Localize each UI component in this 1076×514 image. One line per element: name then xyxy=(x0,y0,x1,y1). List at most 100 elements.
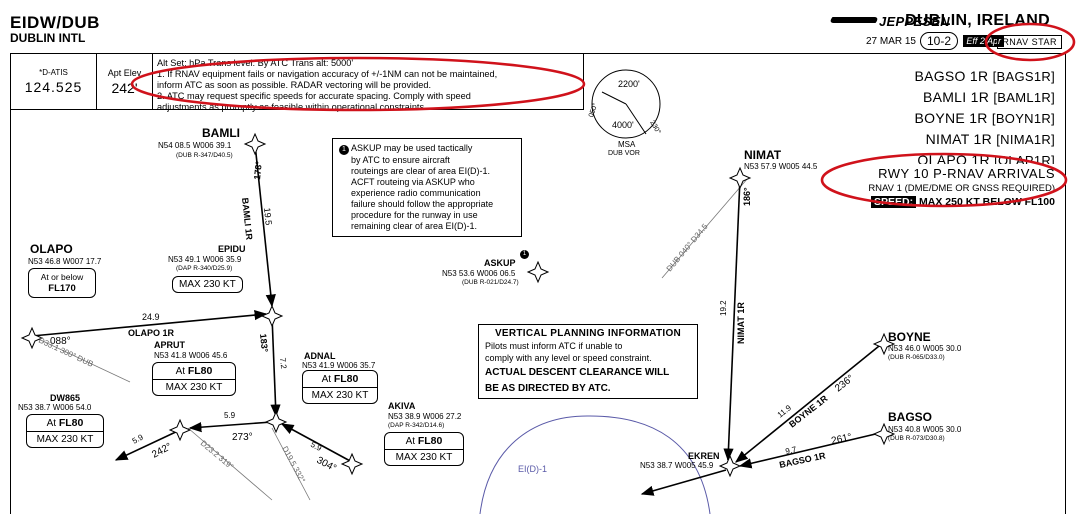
airspace-boundary xyxy=(479,415,711,514)
bamli-route xyxy=(254,143,276,308)
airport-icao: EIDW/DUB xyxy=(10,13,100,32)
d23-radial-line xyxy=(187,427,273,501)
bamli-route-name: BAMLI 1R xyxy=(240,197,254,241)
askup-note-text: ASKUP may be used tactically xyxy=(351,143,473,153)
askup-note-line: procedure for the runway in use xyxy=(351,210,478,220)
aprut-restriction: At FL80 MAX 230 KT xyxy=(152,362,236,396)
epidu-speed-box: MAX 230 KT xyxy=(172,276,243,293)
boyne-waypoint-icon xyxy=(872,332,896,356)
epidu-adnal-leg xyxy=(270,315,281,418)
restriction-prefix: At xyxy=(175,366,186,377)
airspace-label: EI(D)-1 xyxy=(518,464,547,474)
note-line: inform ATC as soon as possible. RADAR ve… xyxy=(157,80,432,90)
restriction-prefix: At xyxy=(46,418,57,429)
arrival-name: NIMAT 1R xyxy=(925,131,993,147)
vpi-clearance: BE AS DIRECTED BY ATC. xyxy=(485,383,611,394)
chart-header-left: EIDW/DUB DUBLIN INTL xyxy=(10,14,100,45)
olapo-restriction: At or below FL170 xyxy=(28,268,96,298)
arrival-name: BAMLI 1R xyxy=(922,89,990,105)
aprut-name: APRUT xyxy=(154,340,185,350)
olapo-waypoint-icon xyxy=(20,326,44,350)
epidu-speed: MAX 230 KT xyxy=(179,279,236,290)
askup-note: 1 ASKUP may be used tactically by ATC to… xyxy=(332,138,522,237)
akiva-speed: MAX 230 KT xyxy=(395,452,453,463)
epidu-sub: (DAP R-340/D25.9) xyxy=(176,265,233,272)
arrivals-title: RWY 10 P-RNAV ARRIVALS xyxy=(878,166,1055,181)
d33-radial-line xyxy=(31,335,131,383)
olapo-course: 088° xyxy=(50,336,71,347)
annotation-ellipse-notes xyxy=(130,56,586,112)
note-line: Alt Set: hPa Trans level: By ATC Trans a… xyxy=(157,58,354,68)
bamli-waypoint-icon xyxy=(243,132,267,156)
arrival-code: [OLAP1R] xyxy=(994,153,1055,164)
atis-frequency: 124.525 xyxy=(24,79,83,95)
airport-name: DUBLIN INTL xyxy=(10,31,86,45)
vpi-clearance: ACTUAL DESCENT CLEARANCE WILL xyxy=(485,367,670,378)
note-line: 2. ATC may request specific speeds for a… xyxy=(157,91,471,101)
bagso-course: 261° xyxy=(830,432,853,447)
route-map: 178° BAMLI 1R 19.5 24.9 088° OLAPO 1R 18… xyxy=(20,132,896,514)
annotation-ellipse-title xyxy=(820,152,1068,208)
adnal-aprut-leg xyxy=(188,421,273,433)
arrival-code: [BOYN1R] xyxy=(991,111,1055,126)
askup-note-line: remaining clear of area EI(D)-1. xyxy=(351,221,478,231)
bagso-coord: N53 40.8 W005 30.0 xyxy=(888,425,962,434)
dw865-alt: FL80 xyxy=(58,417,84,429)
restriction-prefix: At xyxy=(405,436,416,447)
askup-sub: (DUB R-021/D24.7) xyxy=(462,279,519,286)
bamli-coord: N54 08.5 W006 39.1 xyxy=(158,141,232,150)
akiva-waypoint-icon xyxy=(340,452,364,476)
atis-cell: *D-ATIS 124.525 xyxy=(11,54,97,110)
dw865-name: DW865 xyxy=(50,393,81,403)
arrival-item: BAGSO 1R [BAGS1R] xyxy=(835,66,1055,87)
askup-note-line: ACFT routeing via ASKUP who xyxy=(351,177,475,187)
atis-label: *D-ATIS xyxy=(39,68,68,77)
ekren-name: EKREN xyxy=(688,451,720,461)
akiva-alt: FL80 xyxy=(417,435,443,447)
adnal-restriction: At FL80 MAX 230 KT xyxy=(302,370,378,404)
nimat-distance: 19.2 xyxy=(719,300,728,316)
adnal-distance: 5.9 xyxy=(224,411,236,420)
askup-coord: N53 53.6 W006 06.5 xyxy=(442,269,516,278)
arrival-item: BOYNE 1R [BOYN1R] xyxy=(835,108,1055,129)
ekren-waypoint-icon xyxy=(718,454,742,478)
askup-note-line: routeings are clear of area EI(D)-1. xyxy=(351,166,491,176)
chart-frame: *D-ATIS 124.525 Apt Elev 242' Alt Set: h… xyxy=(10,53,1066,514)
akiva-name: AKIVA xyxy=(388,401,416,411)
olapo-route xyxy=(31,309,268,337)
arrival-name: BAGSO 1R xyxy=(914,68,989,84)
arrival-item: BAMLI 1R [BAML1R] xyxy=(835,87,1055,108)
annotation-ellipse-badge xyxy=(984,22,1076,62)
boyne-sub: (DUB R-065/D33.0) xyxy=(888,354,945,361)
note-line: 1. If RNAV equipment fails or navigation… xyxy=(157,69,498,79)
course-273: 273° xyxy=(232,432,253,443)
nimat-coord: N53 57.9 W005 44.5 xyxy=(744,162,818,171)
akiva-restriction: At FL80 MAX 230 KT xyxy=(384,432,464,466)
bagso-name: BAGSO xyxy=(888,410,933,424)
akiva-coord: N53 38.9 W006 27.2 xyxy=(388,412,462,421)
arrival-item: NIMAT 1R [NIMA1R] xyxy=(835,129,1055,150)
vpi-body: comply with any level or speed constrain… xyxy=(485,353,652,363)
ekren-route xyxy=(640,469,727,496)
msa-alt-south: 4000' xyxy=(612,120,634,130)
bamli-distance: 19.5 xyxy=(262,207,274,225)
adnal-name: ADNAL xyxy=(304,351,336,361)
akiva-sub: (DAP R-342/D14.6) xyxy=(388,422,445,429)
askup-note-line: 1 ASKUP may be used tactically xyxy=(339,143,515,155)
olapo-coord: N53 46.8 W007 17.7 xyxy=(28,257,102,266)
olapo-route-name: OLAPO 1R xyxy=(128,328,175,338)
nimat-route xyxy=(723,177,741,462)
vertical-planning-box: VERTICAL PLANNING INFORMATION Pilots mus… xyxy=(478,324,698,399)
note-line: adjustments as promptly as feasible with… xyxy=(157,102,427,112)
epidu-course: 183° xyxy=(258,333,270,353)
dw865-speed: MAX 230 KT xyxy=(36,434,94,445)
nimat-route-name: NIMAT 1R xyxy=(736,302,746,344)
aprut-alt: FL80 xyxy=(187,365,213,377)
aprut-dw865-leg xyxy=(114,429,181,461)
epidu-distance: 7.2 xyxy=(278,357,288,370)
askup-note-line: experience radio communication xyxy=(351,188,481,198)
vpi-title: VERTICAL PLANNING INFORMATION xyxy=(494,328,682,339)
vpi-body: Pilots must inform ATC if unable to xyxy=(485,341,623,351)
askup-waypoint-icon xyxy=(526,260,550,284)
olapo-distance: 24.9 xyxy=(142,312,160,322)
